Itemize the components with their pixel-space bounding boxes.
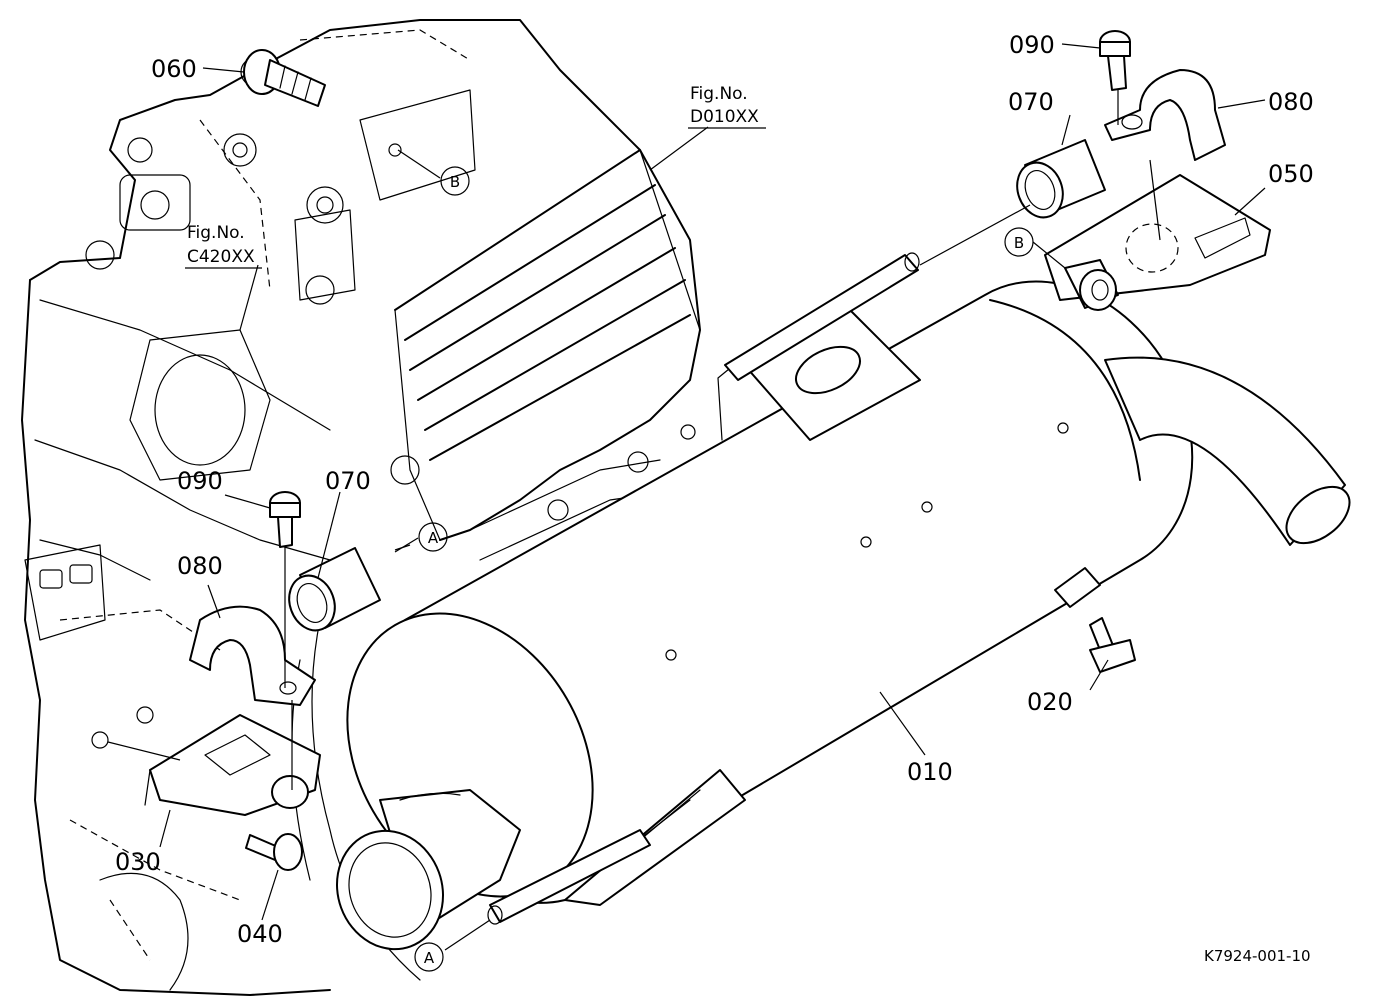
assembly-lines xyxy=(107,90,1161,790)
marker-letter: A xyxy=(428,529,439,547)
figure-reference-d010xx: Fig.No. D010XX xyxy=(688,84,766,129)
part-labels: 060 090 070 080 050 090 070 080 020 010 … xyxy=(115,31,1314,948)
bracket-050 xyxy=(1044,174,1271,311)
bolt-020 xyxy=(1089,617,1136,673)
part-label-020: 020 xyxy=(1027,688,1073,716)
part-label-080-left: 080 xyxy=(177,552,223,580)
part-label-080-right: 080 xyxy=(1268,88,1314,116)
part-label-040: 040 xyxy=(237,920,283,948)
marker-letter: A xyxy=(424,949,435,967)
connection-marker-b-left: B xyxy=(440,166,470,196)
marker-letter: B xyxy=(450,173,460,191)
clamp-080-right xyxy=(1104,69,1226,161)
fig-ref-line1: Fig.No. xyxy=(187,223,245,243)
bracket-030 xyxy=(144,714,321,816)
clamp-080-left xyxy=(189,605,316,706)
part-label-030: 030 xyxy=(115,848,161,876)
part-label-090-left: 090 xyxy=(177,467,223,495)
part-label-070-right: 070 xyxy=(1008,88,1054,116)
part-label-070-left: 070 xyxy=(325,467,371,495)
part-label-090-right: 090 xyxy=(1009,31,1055,59)
collar-070-left xyxy=(288,547,381,632)
bolt-090-right xyxy=(1099,30,1131,91)
connection-marker-a-upper: A xyxy=(418,522,448,552)
leader-lines xyxy=(159,43,1266,951)
part-label-060: 060 xyxy=(151,55,197,83)
fig-ref-line2: D010XX xyxy=(690,107,759,127)
marker-letter: B xyxy=(1014,234,1024,252)
collar-070-right xyxy=(1016,139,1106,219)
bolt-040 xyxy=(245,833,303,871)
fig-ref-line1: Fig.No. xyxy=(690,84,748,104)
muffler-010 xyxy=(336,252,1351,951)
connection-marker-a-lower: A xyxy=(414,942,444,972)
part-label-010: 010 xyxy=(907,758,953,786)
figure-reference-c420xx: Fig.No. C420XX xyxy=(185,223,262,269)
bolt-060 xyxy=(243,49,326,107)
connection-marker-b-right: B xyxy=(1004,227,1034,257)
bolt-090-left xyxy=(269,491,301,548)
fig-ref-line2: C420XX xyxy=(187,247,255,267)
part-label-050: 050 xyxy=(1268,160,1314,188)
drawing-number: K7924-001-10 xyxy=(1204,947,1311,965)
